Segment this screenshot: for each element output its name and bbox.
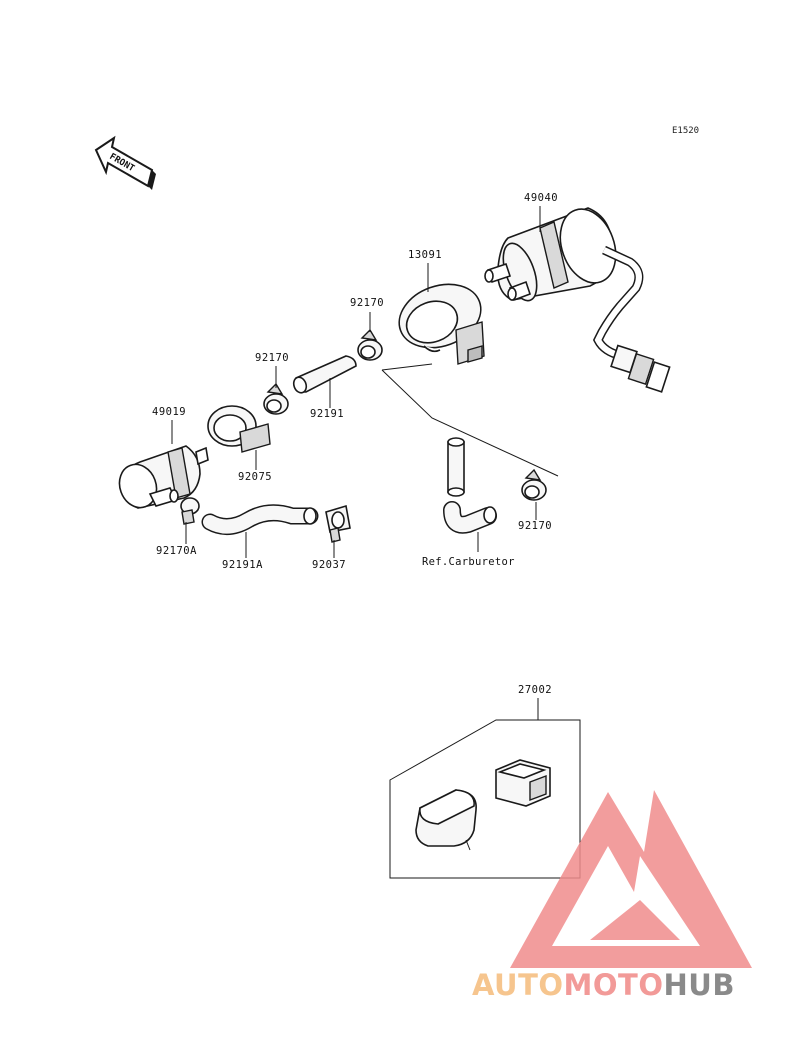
band-92075: [207, 405, 271, 453]
label-ref-carburetor: Ref.Carburetor: [422, 556, 515, 568]
watermark-brand: AUTOMOTOHUB: [472, 968, 735, 1002]
clamp-92170-mid: [263, 382, 289, 415]
hose-92191A: [201, 504, 319, 535]
label-92075: 92075: [238, 471, 272, 483]
label-92170A: 92170A: [156, 545, 197, 557]
label-92191: 92191: [310, 408, 344, 420]
front-arrow-icon: FRONT: [94, 135, 156, 190]
clamp-92037: [325, 504, 351, 543]
label-49019: 49019: [152, 406, 186, 418]
clamp-92170A: [180, 497, 200, 525]
diagram-code: E1520: [672, 126, 699, 136]
fuel-filter-49019: [118, 445, 209, 509]
label-13091: 13091: [408, 249, 442, 261]
pump-bracket-13091: [398, 283, 485, 365]
clamp-92170-upper: [357, 328, 383, 361]
label-92170-right: 92170: [518, 520, 552, 532]
label-92191A: 92191A: [222, 559, 263, 571]
hose-92191: [292, 355, 357, 394]
connector-housing-27002: [495, 759, 551, 807]
label-27002: 27002: [518, 684, 552, 696]
carburetor-hose-group: [443, 437, 497, 534]
fuel-pump-49040: [484, 207, 671, 393]
label-92170-top: 92170: [350, 297, 384, 309]
label-49040: 49040: [524, 192, 558, 204]
label-92170-mid: 92170: [255, 352, 289, 364]
label-92037: 92037: [312, 559, 346, 571]
rubber-cover-27002: [415, 789, 477, 851]
clamp-92170-right: [521, 468, 547, 501]
automotohub-logo-icon: [510, 790, 752, 968]
